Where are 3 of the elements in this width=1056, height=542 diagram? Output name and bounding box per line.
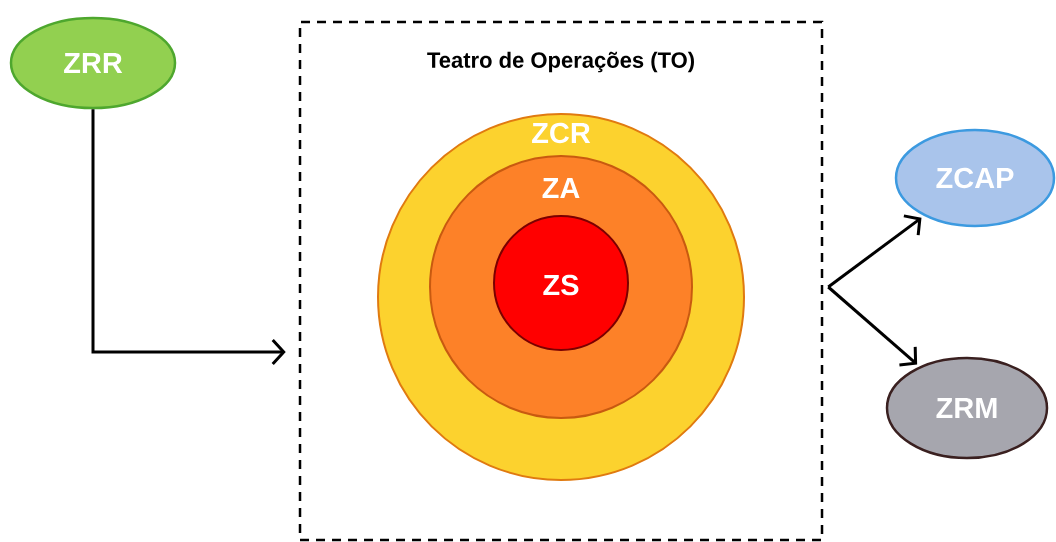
arrow — [91, 109, 286, 365]
arrow — [827, 285, 918, 367]
arrow — [827, 214, 922, 289]
